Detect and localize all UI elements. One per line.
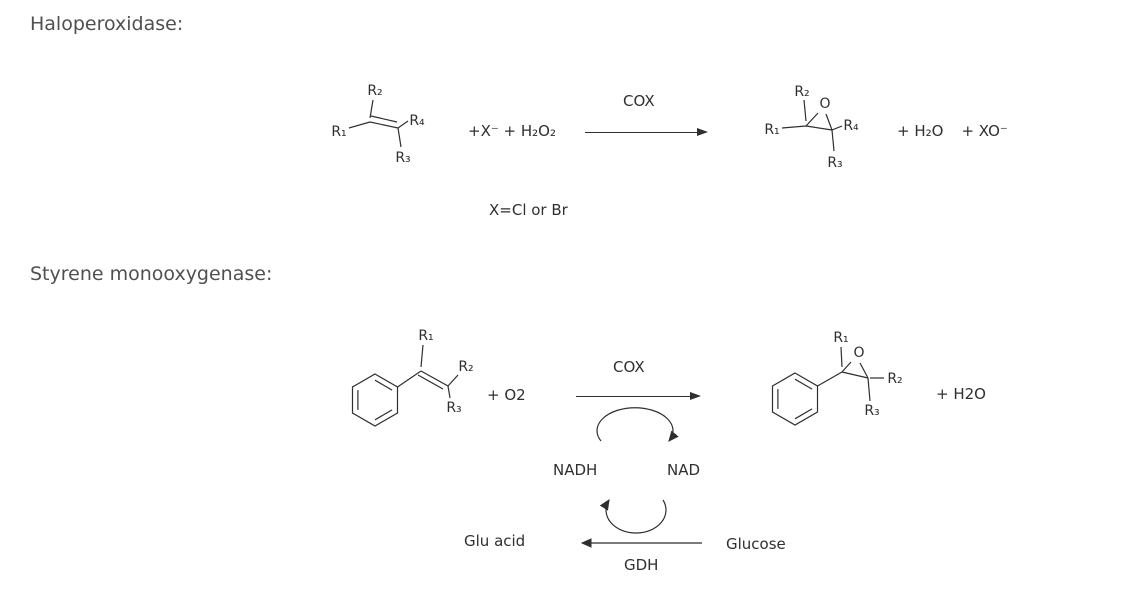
substrate2-r2-label: R₂ [458, 359, 473, 375]
alkene-skeleton-bonds [348, 99, 409, 148]
scheme2-byproduct: + H2O [936, 385, 986, 403]
regeneration-enzyme-label: GDH [624, 556, 659, 574]
scheme1-reaction-arrow [585, 126, 708, 137]
cofactor-cycle-arrows [580, 407, 702, 548]
scheme2-substrate-styrene-structure: R₁ R₂ R₃ [351, 328, 474, 427]
benzene-ring-bonds [351, 373, 399, 427]
substrate1-r2-label: R₂ [367, 83, 382, 99]
epoxide-skeleton-bonds [781, 99, 843, 152]
product1-r3-label: R₃ [827, 155, 842, 171]
regeneration-substrate-label: Glucose [726, 535, 786, 553]
substrate1-r4-label: R₄ [409, 113, 425, 129]
styrene-monooxygenase-title: Styrene monooxygenase: [30, 263, 273, 285]
nadh-to-nad-cycle-arrow [596, 407, 679, 442]
product1-r4-label: R₄ [843, 118, 859, 134]
scheme1-catalyst-label: COX [623, 92, 655, 110]
scheme1-substrate-alkene-structure: R₂ R₁ R₄ R₃ [331, 83, 425, 166]
substrate2-r1-label: R₁ [418, 328, 433, 344]
product2-r2-label: R₂ [887, 371, 902, 387]
product2-oxygen-label: O [853, 345, 864, 361]
scheme1-byproducts: + H₂O + XO⁻ [897, 122, 1008, 140]
scheme1-reagents: +X⁻ + H₂O₂ [468, 122, 556, 140]
substrate1-r1-label: R₁ [331, 124, 346, 140]
benzene-ring-bonds [771, 372, 819, 426]
cofactor-oxidized-label: NAD [667, 461, 701, 479]
nad-to-nadh-cycle-arrow [599, 498, 667, 534]
regeneration-product-label: Glu acid [464, 532, 526, 550]
vinyl-bonds [397, 344, 459, 399]
scheme2-catalyst-label: COX [613, 358, 645, 376]
product1-oxygen-label: O [819, 96, 830, 112]
substrate1-r3-label: R₃ [395, 150, 410, 166]
product2-r1-label: R₁ [833, 330, 848, 346]
epoxide-bonds [817, 346, 884, 402]
product1-r1-label: R₁ [764, 122, 779, 138]
scheme2-reaction-arrow [576, 390, 701, 401]
scheme1-product-epoxide-structure: R₂ O R₁ R₄ R₃ [764, 84, 859, 171]
scheme2-reagent: + O2 [487, 386, 526, 404]
scheme2-product-styrene-oxide-structure: R₁ O R₂ R₃ [771, 330, 903, 426]
scheme1-byproduct-water: + H₂O [897, 122, 944, 140]
cofactor-reduced-label: NADH [553, 461, 598, 479]
product2-r3-label: R₃ [864, 403, 879, 419]
scheme1-byproduct-hypohalite: + XO⁻ [961, 122, 1008, 140]
haloperoxidase-title: Haloperoxidase: [30, 13, 184, 35]
substrate2-r3-label: R₃ [446, 400, 461, 416]
product1-r2-label: R₂ [794, 84, 809, 100]
scheme1-condition: X=Cl or Br [489, 201, 568, 219]
